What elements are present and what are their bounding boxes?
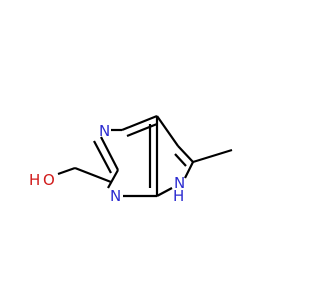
bonds [57,114,233,198]
bond-c2-ch2 [74,166,112,184]
structure-svg: N N N H O H [29,114,233,205]
bond-c4a-c5 [156,115,179,147]
nitrogen-label-upper: N [99,122,110,140]
bond-c6-n7 [184,161,194,179]
molecule-drawing: N N N H O H [29,114,233,205]
oxygen-label: O [43,171,55,189]
bond-n3-c2 [100,136,119,171]
bond-c5-c6-inner [174,153,187,167]
bond-c2-n1 [107,169,119,189]
bond-ch2-o [57,166,76,176]
bond-n3-c2-inner [93,140,112,174]
bond-c4-c4a [121,114,158,132]
bond-c5-c6 [177,145,194,163]
hydrogen-label-pyrrole: H [173,187,184,205]
atom-labels: N N N H O H [29,122,185,205]
bond-n7-c7a [156,187,173,197]
nitrogen-label-lower: N [110,187,121,205]
bond-methyl [192,148,233,164]
hydrogen-label-hydroxyl: H [29,171,40,189]
bond-c4-c4a-inner [126,122,158,138]
nitrogen-label-pyrrole: N [174,174,185,192]
